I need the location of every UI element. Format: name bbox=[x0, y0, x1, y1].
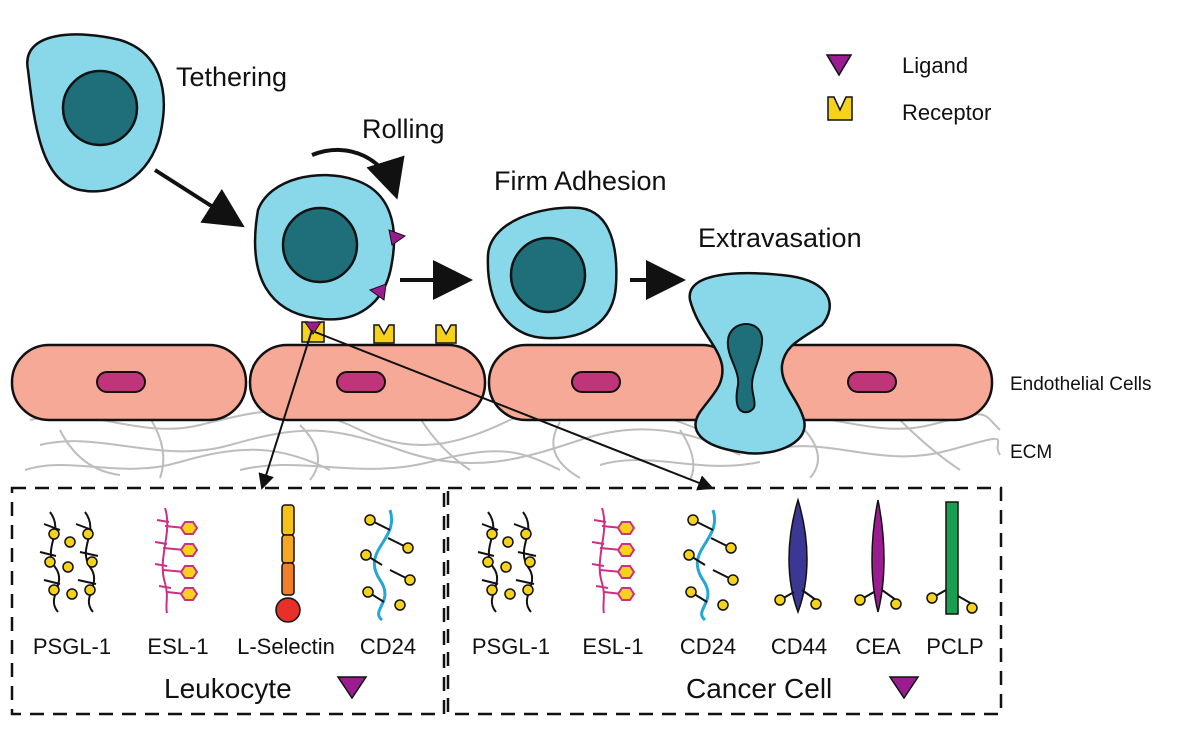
zoom-arrow-leukocyte bbox=[258, 329, 313, 490]
label-ecm: ECM bbox=[1010, 442, 1052, 463]
firm-adhesion-cell bbox=[486, 206, 618, 340]
pclp-glyph bbox=[926, 501, 978, 615]
l-selectin-glyph bbox=[275, 504, 301, 623]
rolling-cell bbox=[253, 173, 407, 343]
psgl1-glyph bbox=[477, 511, 537, 613]
leukocyte-molecule-label: ESL-1 bbox=[147, 634, 208, 659]
cancer-molecule-label: CD44 bbox=[771, 634, 827, 659]
ligand-icon bbox=[388, 229, 407, 246]
ligand-icon bbox=[368, 283, 387, 301]
cancer-cell-title: Cancer Cell bbox=[686, 673, 832, 704]
cancer-molecule-label: PCLP bbox=[926, 634, 983, 659]
cd24-glyph bbox=[683, 509, 739, 622]
leukocyte-molecule-label: PSGL-1 bbox=[33, 634, 111, 659]
legend-receptor-label: Receptor bbox=[902, 100, 991, 125]
label-firm-adhesion: Firm Adhesion bbox=[494, 166, 667, 196]
cancer-molecule-label: ESL-1 bbox=[582, 634, 643, 659]
cd44-glyph bbox=[774, 497, 822, 615]
rolling-curved-arrow bbox=[311, 148, 405, 200]
tethering-cell bbox=[26, 33, 166, 193]
ligand-icon bbox=[825, 54, 853, 77]
leukocyte-title: Leukocyte bbox=[164, 673, 292, 704]
endothelial-nucleus bbox=[96, 371, 146, 393]
receptor-icon bbox=[827, 96, 853, 121]
leukocyte-molecule-label: CD24 bbox=[360, 634, 416, 659]
leukocyte-molecule-label: L-Selectin bbox=[237, 634, 335, 659]
leukocyte-box bbox=[10, 486, 446, 716]
cell-nucleus bbox=[281, 206, 359, 284]
cell-nucleus bbox=[509, 236, 587, 314]
cancer-cell-box bbox=[446, 486, 1003, 716]
cell-nucleus bbox=[61, 69, 139, 147]
cancer-molecule-label: CD24 bbox=[680, 634, 736, 659]
zoom-arrow-cancer bbox=[314, 331, 714, 491]
receptor-icon bbox=[435, 324, 457, 344]
esl1-glyph bbox=[154, 507, 199, 614]
endothelial-nucleus bbox=[847, 371, 897, 393]
cancer-molecule-label: PSGL-1 bbox=[472, 634, 550, 659]
legend-ligand-label: Ligand bbox=[902, 53, 968, 78]
cancer-molecule-label: CEA bbox=[855, 634, 901, 659]
endothelial-layer bbox=[10, 343, 994, 422]
psgl1-glyph bbox=[39, 511, 99, 613]
receptor-icon bbox=[373, 324, 395, 344]
label-rolling: Rolling bbox=[362, 114, 445, 144]
arrow-tether-to-roll bbox=[153, 168, 245, 228]
legend: Ligand Receptor bbox=[825, 53, 991, 125]
label-extravasation: Extravasation bbox=[698, 223, 862, 253]
ligand-icon bbox=[304, 321, 322, 335]
extravasation-cell bbox=[688, 272, 831, 455]
endothelial-nucleus bbox=[336, 371, 386, 393]
label-endothelial-cells: Endothelial Cells bbox=[1010, 374, 1152, 395]
endothelial-nucleus bbox=[571, 371, 621, 393]
ligand-icon bbox=[888, 676, 920, 700]
cd24-glyph bbox=[360, 509, 416, 622]
esl1-glyph bbox=[591, 507, 636, 614]
cell-nucleus bbox=[726, 323, 764, 414]
cea-glyph bbox=[854, 499, 902, 613]
ligand-icon bbox=[336, 676, 368, 700]
label-tethering: Tethering bbox=[176, 62, 287, 92]
